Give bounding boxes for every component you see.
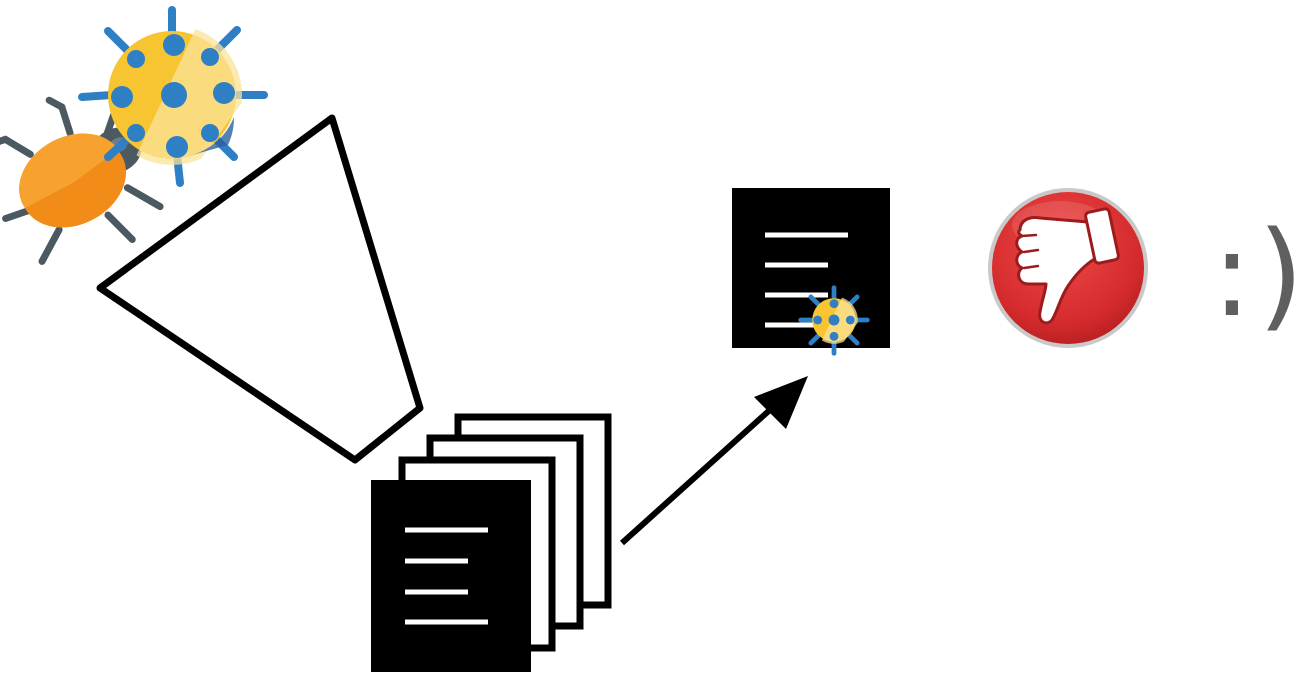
infected-document-icon — [732, 188, 890, 356]
virus-icon — [798, 285, 870, 356]
smiley-emoticon: :) — [1212, 205, 1307, 343]
virus-icon — [78, 6, 268, 187]
thumbs-down-icon — [988, 188, 1148, 348]
arrow-icon — [619, 376, 808, 546]
funnel-icon — [96, 114, 424, 464]
document-stack-icon — [371, 413, 612, 672]
